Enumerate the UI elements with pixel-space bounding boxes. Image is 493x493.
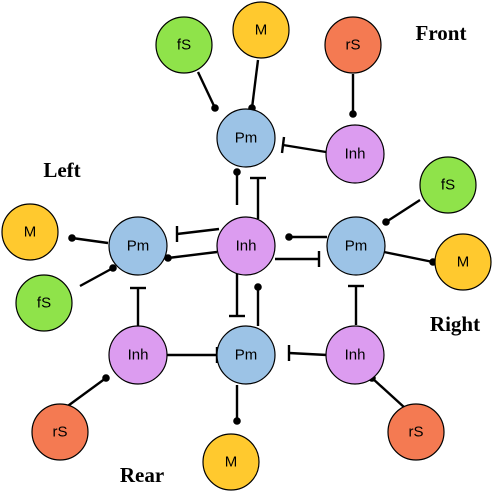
pm-node-left: Pm [108, 216, 168, 276]
edge-center-inh-left-pm [176, 227, 220, 236]
inh-node-right: Inh [325, 325, 385, 385]
fs-node-right-label: fS [441, 177, 455, 194]
fs-node-front: fS [155, 16, 213, 74]
edge-fs-front-pm [196, 71, 217, 109]
direction-label-right: Right [430, 312, 480, 336]
m-node-front: M [232, 1, 290, 59]
direction-label-rear: Rear [120, 463, 164, 487]
m-node-rear-label: M [225, 454, 238, 471]
rs-node-left: rS [31, 403, 89, 461]
inhibitory-connections [130, 136, 364, 363]
m-node-right: M [434, 233, 492, 291]
inh-node-center-label: Inh [236, 238, 257, 255]
fs-node-right: fS [419, 156, 477, 214]
pm-node-front: Pm [216, 108, 276, 168]
m-node-rear: M [202, 433, 260, 491]
pm-node-rear-label: Pm [235, 347, 258, 364]
edge-front-inh-front-pm [282, 143, 327, 154]
edge-m-left-pm [71, 236, 109, 245]
inh-node-center: Inh [216, 216, 276, 276]
edge-fs-left-pm [79, 266, 114, 288]
rs-node-front: rS [324, 16, 382, 74]
inh-node-front: Inh [325, 124, 385, 184]
edge-right-inh-rear-pm [288, 351, 328, 357]
direction-label-left: Left [43, 158, 80, 182]
edge-m-front-pm [250, 59, 260, 109]
edge-m-right-pm [383, 250, 434, 264]
rs-node-front-label: rS [346, 37, 361, 54]
pm-node-right-label: Pm [345, 238, 368, 255]
pm-node-rear: Pm [216, 325, 276, 385]
m-node-right-label: M [457, 254, 470, 271]
edge-rs-rear-right-inh [371, 377, 406, 409]
rs-node-right: rS [387, 403, 445, 461]
rs-node-right-label: rS [409, 424, 424, 441]
inh-node-left-label: Inh [128, 347, 149, 364]
m-node-left-label: M [24, 224, 37, 241]
fs-node-front-label: fS [177, 37, 191, 54]
edge-left-pm-center-inh [167, 250, 218, 260]
pm-node-left-label: Pm [127, 238, 150, 255]
pm-node-right: Pm [326, 216, 386, 276]
edge-fs-right-pm [385, 198, 421, 224]
fs-node-left: fS [15, 274, 73, 332]
pm-node-front-label: Pm [235, 130, 258, 147]
inh-node-front-label: Inh [345, 146, 366, 163]
fs-node-left-label: fS [37, 295, 51, 312]
direction-label-front: Front [416, 21, 467, 45]
inh-node-right-label: Inh [345, 347, 366, 364]
rs-node-left-label: rS [53, 424, 68, 441]
m-node-left: M [1, 203, 59, 261]
m-node-front-label: M [255, 22, 268, 39]
inh-node-left: Inh [108, 325, 168, 385]
edge-rs-rear-inh [64, 377, 107, 409]
